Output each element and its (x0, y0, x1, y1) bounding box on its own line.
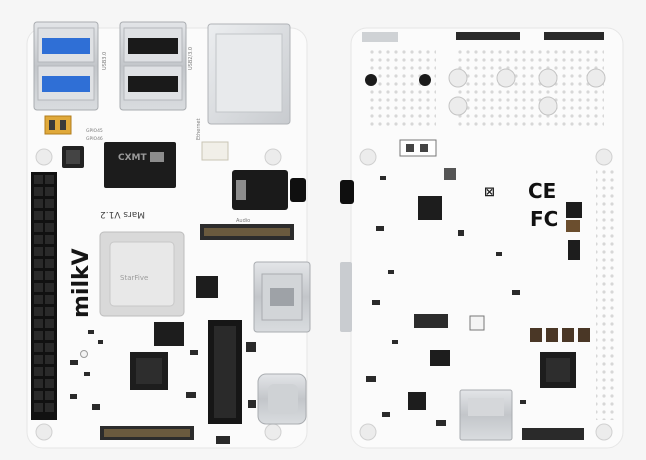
memory-chip-label: CXMT (118, 153, 148, 163)
fc-mark: FC (530, 207, 558, 231)
soc-label: StarFive (120, 274, 148, 282)
fan-connector (201, 141, 229, 161)
usb2-label: USB2/3.0 (188, 47, 194, 70)
dip-switch (44, 115, 72, 135)
back-board: ⊠ CE FC (340, 27, 624, 449)
hdmi-port (253, 261, 311, 333)
audio-label: Audio (236, 218, 250, 224)
ce-mark: CE (528, 179, 556, 203)
memory-chip: CXMT (104, 142, 176, 188)
audio-jack (232, 170, 306, 210)
usb3-label: USB3.0 (102, 52, 108, 70)
front-board: USB3.0 USB2/3.0 Ethernet GPIO45 GPIO46 C… (26, 21, 311, 449)
usb3-port (33, 21, 99, 111)
ethernet-port (207, 23, 291, 125)
small-chip (196, 276, 218, 298)
gpio46-label: GPIO46 (86, 136, 103, 142)
ethernet-label: Ethernet (196, 118, 202, 140)
small-chip (154, 322, 184, 346)
gpio45-label: GPIO45 (86, 128, 103, 134)
model-label: Mars V1.2 (100, 209, 145, 219)
usb2-port (119, 21, 187, 111)
gpio-header (31, 172, 57, 420)
microsd-slot (459, 389, 513, 441)
soc-chip: StarFive (99, 231, 185, 317)
back-chip (418, 196, 442, 220)
weee-mark: ⊠ (484, 185, 495, 200)
brand-logo: milkV (69, 248, 94, 318)
usb-c-port (257, 373, 307, 425)
m2-slot (208, 320, 242, 424)
